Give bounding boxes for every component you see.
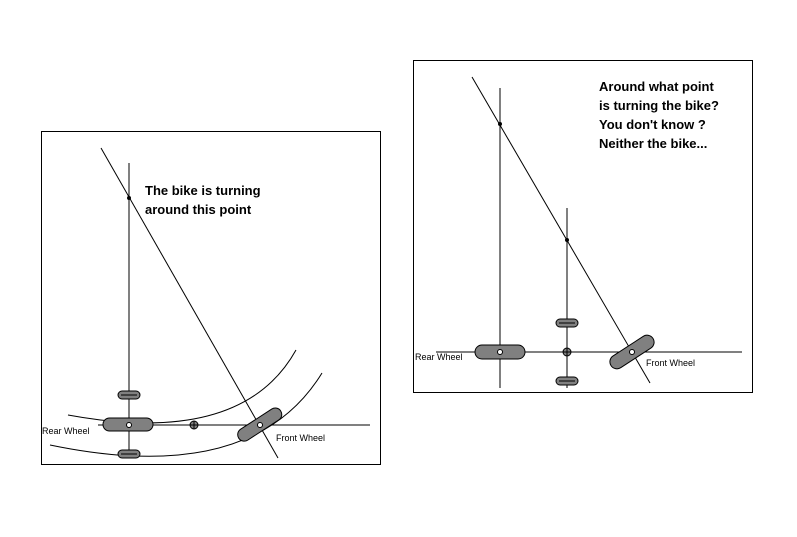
left-caption-line-1: The bike is turning — [145, 183, 261, 198]
left-caption-line-2: around this point — [145, 202, 252, 217]
left-diagram-drawing — [49, 147, 370, 459]
right-front-wheel-label: Front Wheel — [646, 358, 696, 368]
right-caption: Around what point is turning the bike? Y… — [599, 77, 719, 153]
right-caption-line-1: Around what point — [599, 79, 714, 94]
left-rear-wheel-label: Rear Wheel — [42, 426, 90, 436]
left-turning-center-dot — [127, 196, 131, 200]
right-intersection-dot-1 — [498, 122, 502, 126]
right-front-diagonal-line — [471, 76, 651, 384]
right-diagram-panel: Around what point is turning the bike? Y… — [413, 60, 753, 393]
right-caption-line-3: You don't know ? — [599, 117, 706, 132]
right-caption-line-4: Neither the bike... — [599, 136, 708, 151]
right-caption-line-2: is turning the bike? — [599, 98, 719, 113]
left-caption: The bike is turning around this point — [145, 181, 261, 219]
right-rear-wheel-label: Rear Wheel — [415, 352, 463, 362]
right-intersection-dot-2 — [565, 238, 569, 242]
left-diagram-panel: The bike is turning around this point Re… — [41, 131, 381, 465]
left-front-diagonal-line — [100, 147, 279, 459]
left-front-wheel-label: Front Wheel — [276, 433, 326, 443]
left-inner-arc — [67, 349, 297, 424]
left-outer-arc — [49, 372, 323, 457]
right-diagram-drawing — [436, 76, 742, 388]
